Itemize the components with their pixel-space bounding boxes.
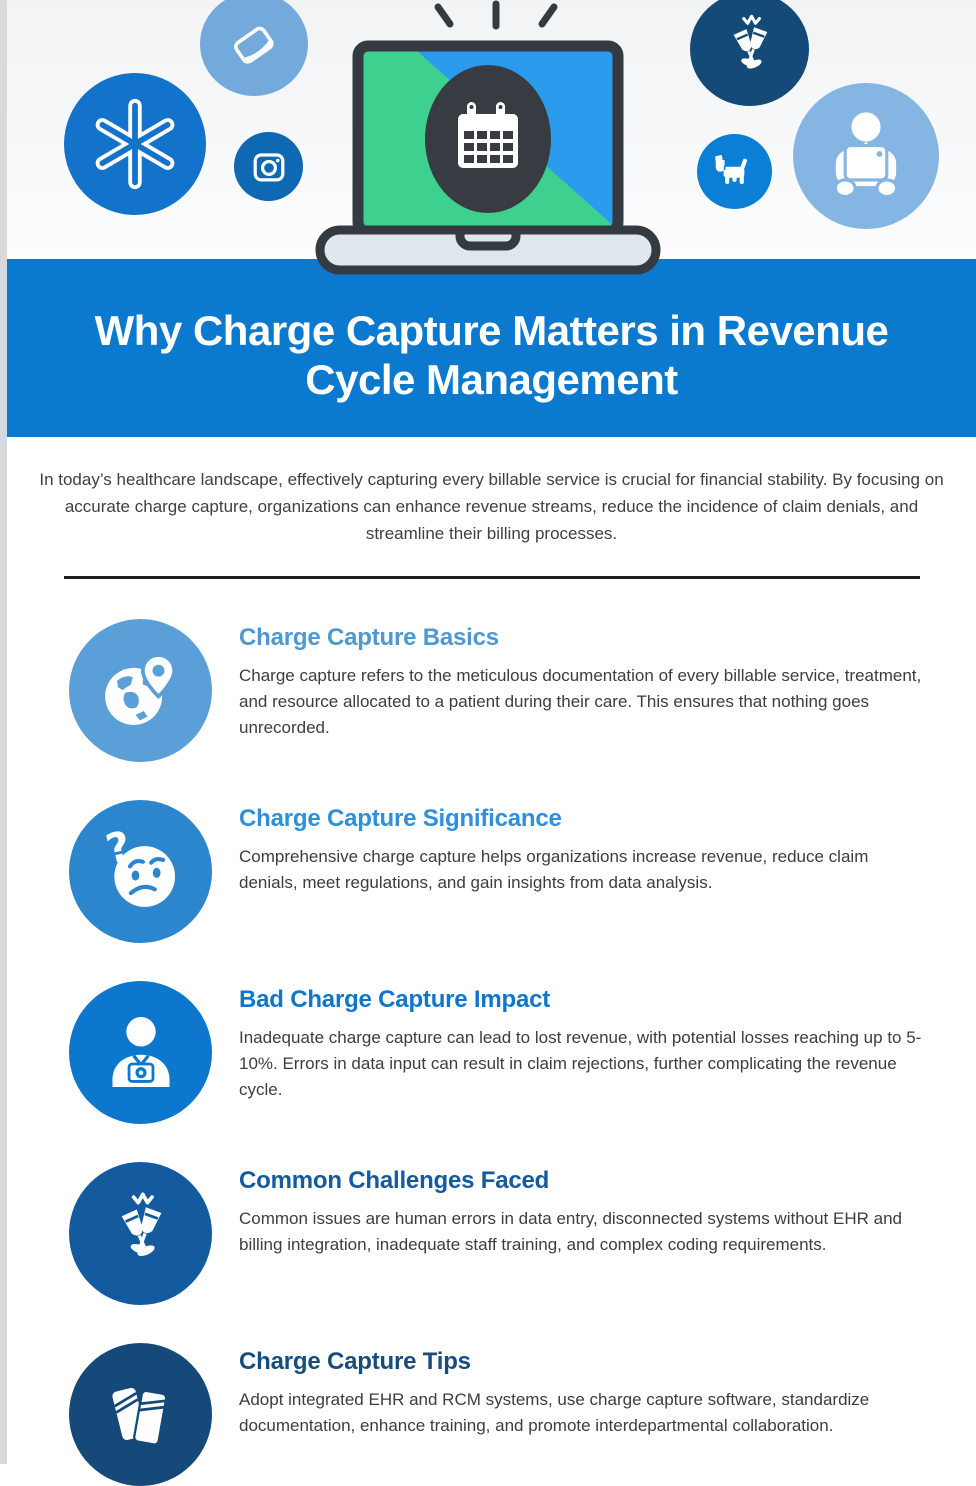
camera-icon xyxy=(234,132,303,201)
title-banner: Why Charge Capture Matters in Revenue Cy… xyxy=(7,259,976,437)
section-body: Adopt integrated EHR and RCM systems, us… xyxy=(239,1389,870,1435)
section-body: Common issues are human errors in data e… xyxy=(239,1208,902,1254)
infographic-page: Why Charge Capture Matters in Revenue Cy… xyxy=(7,0,976,1486)
laptop-calendar-icon xyxy=(315,36,661,276)
intro-paragraph: In today’s healthcare landscape, effecti… xyxy=(39,470,944,543)
section-divider xyxy=(63,575,920,579)
section-charge-capture-significance: ? Charge Capture Significance Comprehens… xyxy=(69,799,976,943)
radiating-dashes xyxy=(430,0,562,30)
section-bad-charge-capture-impact: Bad Charge Capture Impact Inadequate cha… xyxy=(69,980,976,1124)
person-laptop-icon xyxy=(793,83,939,229)
sections-list: Charge Capture Basics Charge capture ref… xyxy=(7,618,976,1486)
section-title: Charge Capture Significance xyxy=(239,804,562,832)
globe-pin-icon xyxy=(69,618,212,762)
medical-asterisk-icon xyxy=(64,73,206,215)
section-title: Bad Charge Capture Impact xyxy=(239,985,551,1013)
section-body: Charge capture refers to the meticulous … xyxy=(239,665,922,738)
section-body: Comprehensive charge capture helps organ… xyxy=(239,846,869,892)
section-title: Common Challenges Faced xyxy=(239,1166,550,1194)
section-charge-capture-tips: Charge Capture Tips Adopt integrated EHR… xyxy=(69,1342,976,1486)
champagne-glasses-icon xyxy=(690,0,809,106)
champagne-glasses-icon xyxy=(69,1161,212,1305)
section-body: Inadequate charge capture can lead to lo… xyxy=(239,1027,922,1100)
section-common-challenges-faced: Common Challenges Faced Common issues ar… xyxy=(69,1161,976,1305)
section-title: Charge Capture Basics xyxy=(239,623,499,651)
page-left-border xyxy=(0,0,7,1464)
dog-icon xyxy=(697,134,772,209)
hero-illustration xyxy=(7,0,976,275)
page-title: Why Charge Capture Matters in Revenue Cy… xyxy=(94,306,889,403)
section-charge-capture-basics: Charge Capture Basics Charge capture ref… xyxy=(69,618,976,762)
book-icon xyxy=(200,0,308,96)
books-icon xyxy=(69,1342,212,1486)
confused-face-icon: ? xyxy=(69,799,212,943)
camera-person-icon xyxy=(69,980,212,1124)
section-title: Charge Capture Tips xyxy=(239,1347,471,1375)
